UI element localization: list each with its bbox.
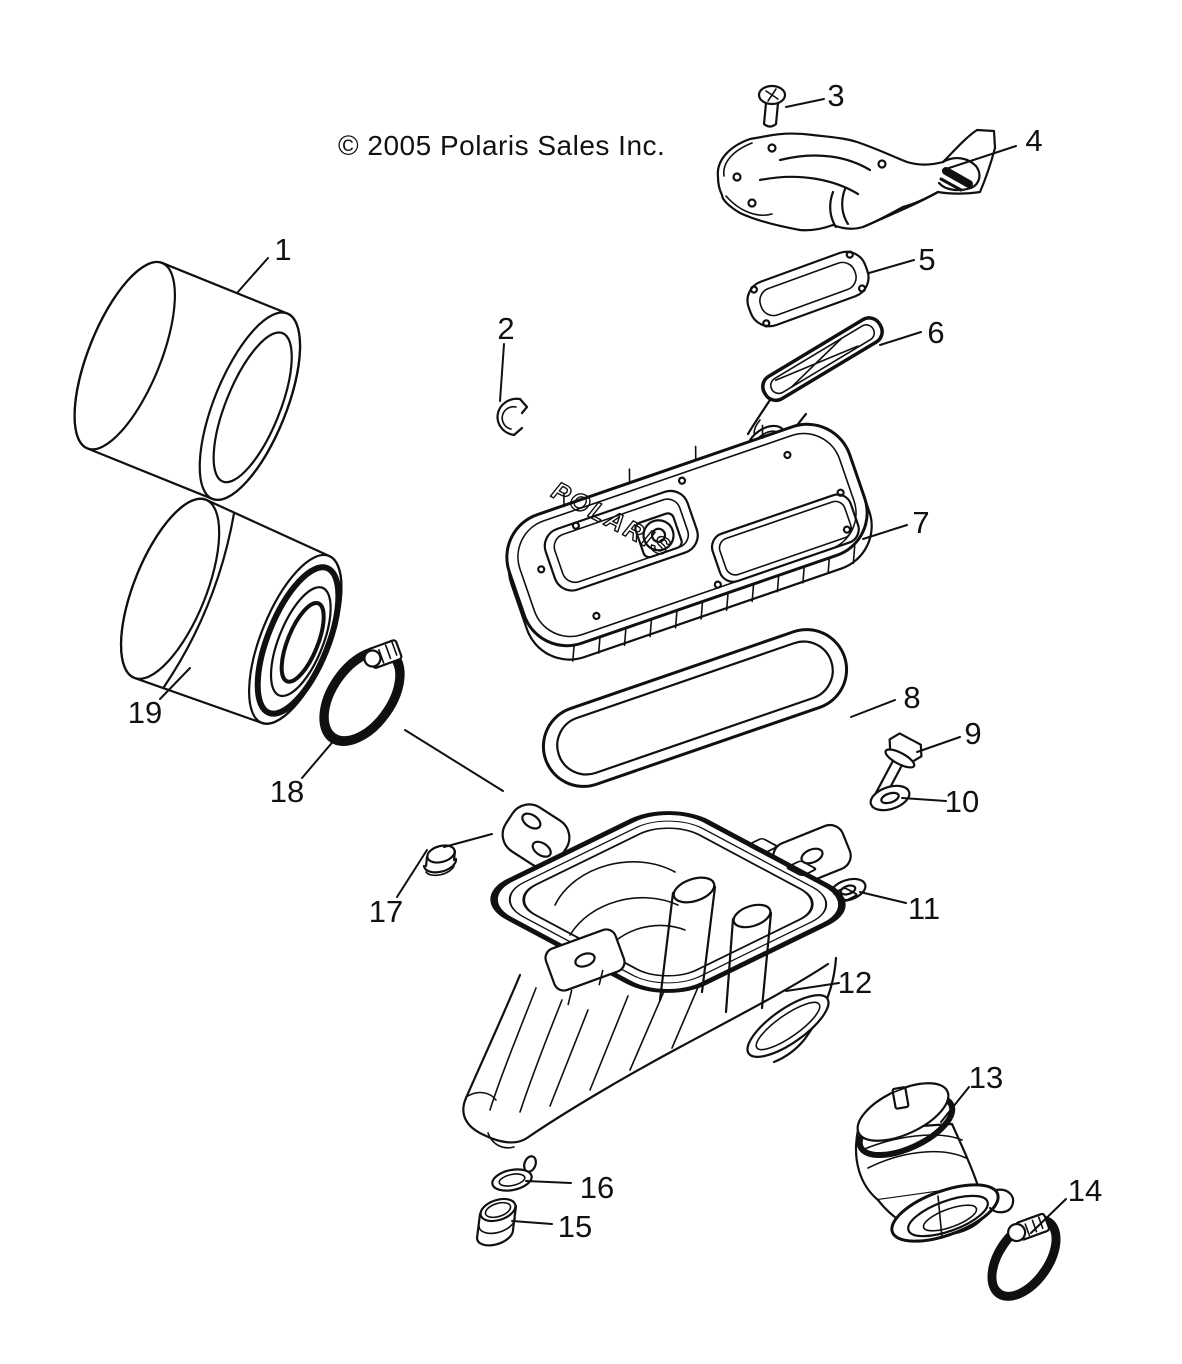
callout-6: 6: [927, 315, 944, 350]
callout-3: 3: [827, 78, 844, 113]
callout-4: 4: [1025, 123, 1042, 158]
assembly-line-2: [443, 833, 493, 848]
callout-leader-4: [942, 145, 1017, 171]
copyright-text: © 2005 Polaris Sales Inc.: [338, 130, 666, 161]
assembly-line-1: [404, 729, 504, 792]
part-7-airbox-cover: POLARIS: [505, 422, 873, 662]
callout-leader-7: [862, 524, 908, 540]
callout-leader-1: [236, 257, 269, 294]
callout-leader-8: [850, 699, 896, 718]
callout-leader-11: [859, 891, 907, 904]
callout-leader-2: [499, 343, 505, 402]
callout-leader-5: [868, 259, 915, 274]
part-18-hose-clamp: [319, 639, 405, 746]
part-14-clamp: [987, 1212, 1061, 1301]
callout-leader-9: [916, 736, 961, 753]
callout-17: 17: [369, 894, 403, 929]
callout-12: 12: [838, 965, 872, 1000]
callout-13: 13: [969, 1060, 1003, 1095]
part-4-intake-duct: [716, 128, 997, 232]
part-19-air-filter: [119, 497, 343, 725]
callout-leader-19: [159, 667, 191, 700]
callout-10: 10: [945, 784, 979, 819]
callout-leader-14: [1030, 1198, 1067, 1234]
callout-leader-13: [940, 1086, 970, 1123]
callout-leader-16: [525, 1180, 572, 1184]
callout-11: 11: [908, 891, 940, 926]
callout-14: 14: [1068, 1173, 1102, 1208]
callout-19: 19: [128, 695, 162, 730]
callout-leader-6: [879, 331, 922, 346]
part-10-washer: [869, 784, 911, 812]
callout-2: 2: [497, 311, 514, 346]
part-3-screw: [757, 84, 787, 128]
part-13-outlet-boot: [854, 1082, 1015, 1243]
part-17-plug: [422, 844, 458, 877]
part-5-gasket: [746, 250, 870, 328]
callout-16: 16: [580, 1170, 614, 1205]
callout-1: 1: [274, 232, 291, 267]
part-8-seal: [541, 628, 849, 788]
callout-7: 7: [912, 505, 929, 540]
part-12-airbox-base: [462, 803, 858, 1149]
part-16-push-pin: [491, 1155, 537, 1192]
callout-9: 9: [964, 716, 981, 751]
callout-leader-17: [396, 849, 428, 898]
callout-leader-18: [301, 737, 337, 779]
callout-leader-3: [785, 98, 825, 108]
callout-15: 15: [558, 1209, 592, 1244]
callout-8: 8: [903, 680, 920, 715]
part-1-prefilter: [73, 260, 302, 502]
part-2-clip: [496, 397, 529, 437]
callout-leader-15: [511, 1220, 553, 1225]
callout-leader-10: [901, 797, 947, 802]
callout-5: 5: [918, 242, 935, 277]
callout-leader-12: [785, 982, 840, 992]
callout-18: 18: [270, 774, 304, 809]
part-15-bushing: [475, 1197, 518, 1247]
